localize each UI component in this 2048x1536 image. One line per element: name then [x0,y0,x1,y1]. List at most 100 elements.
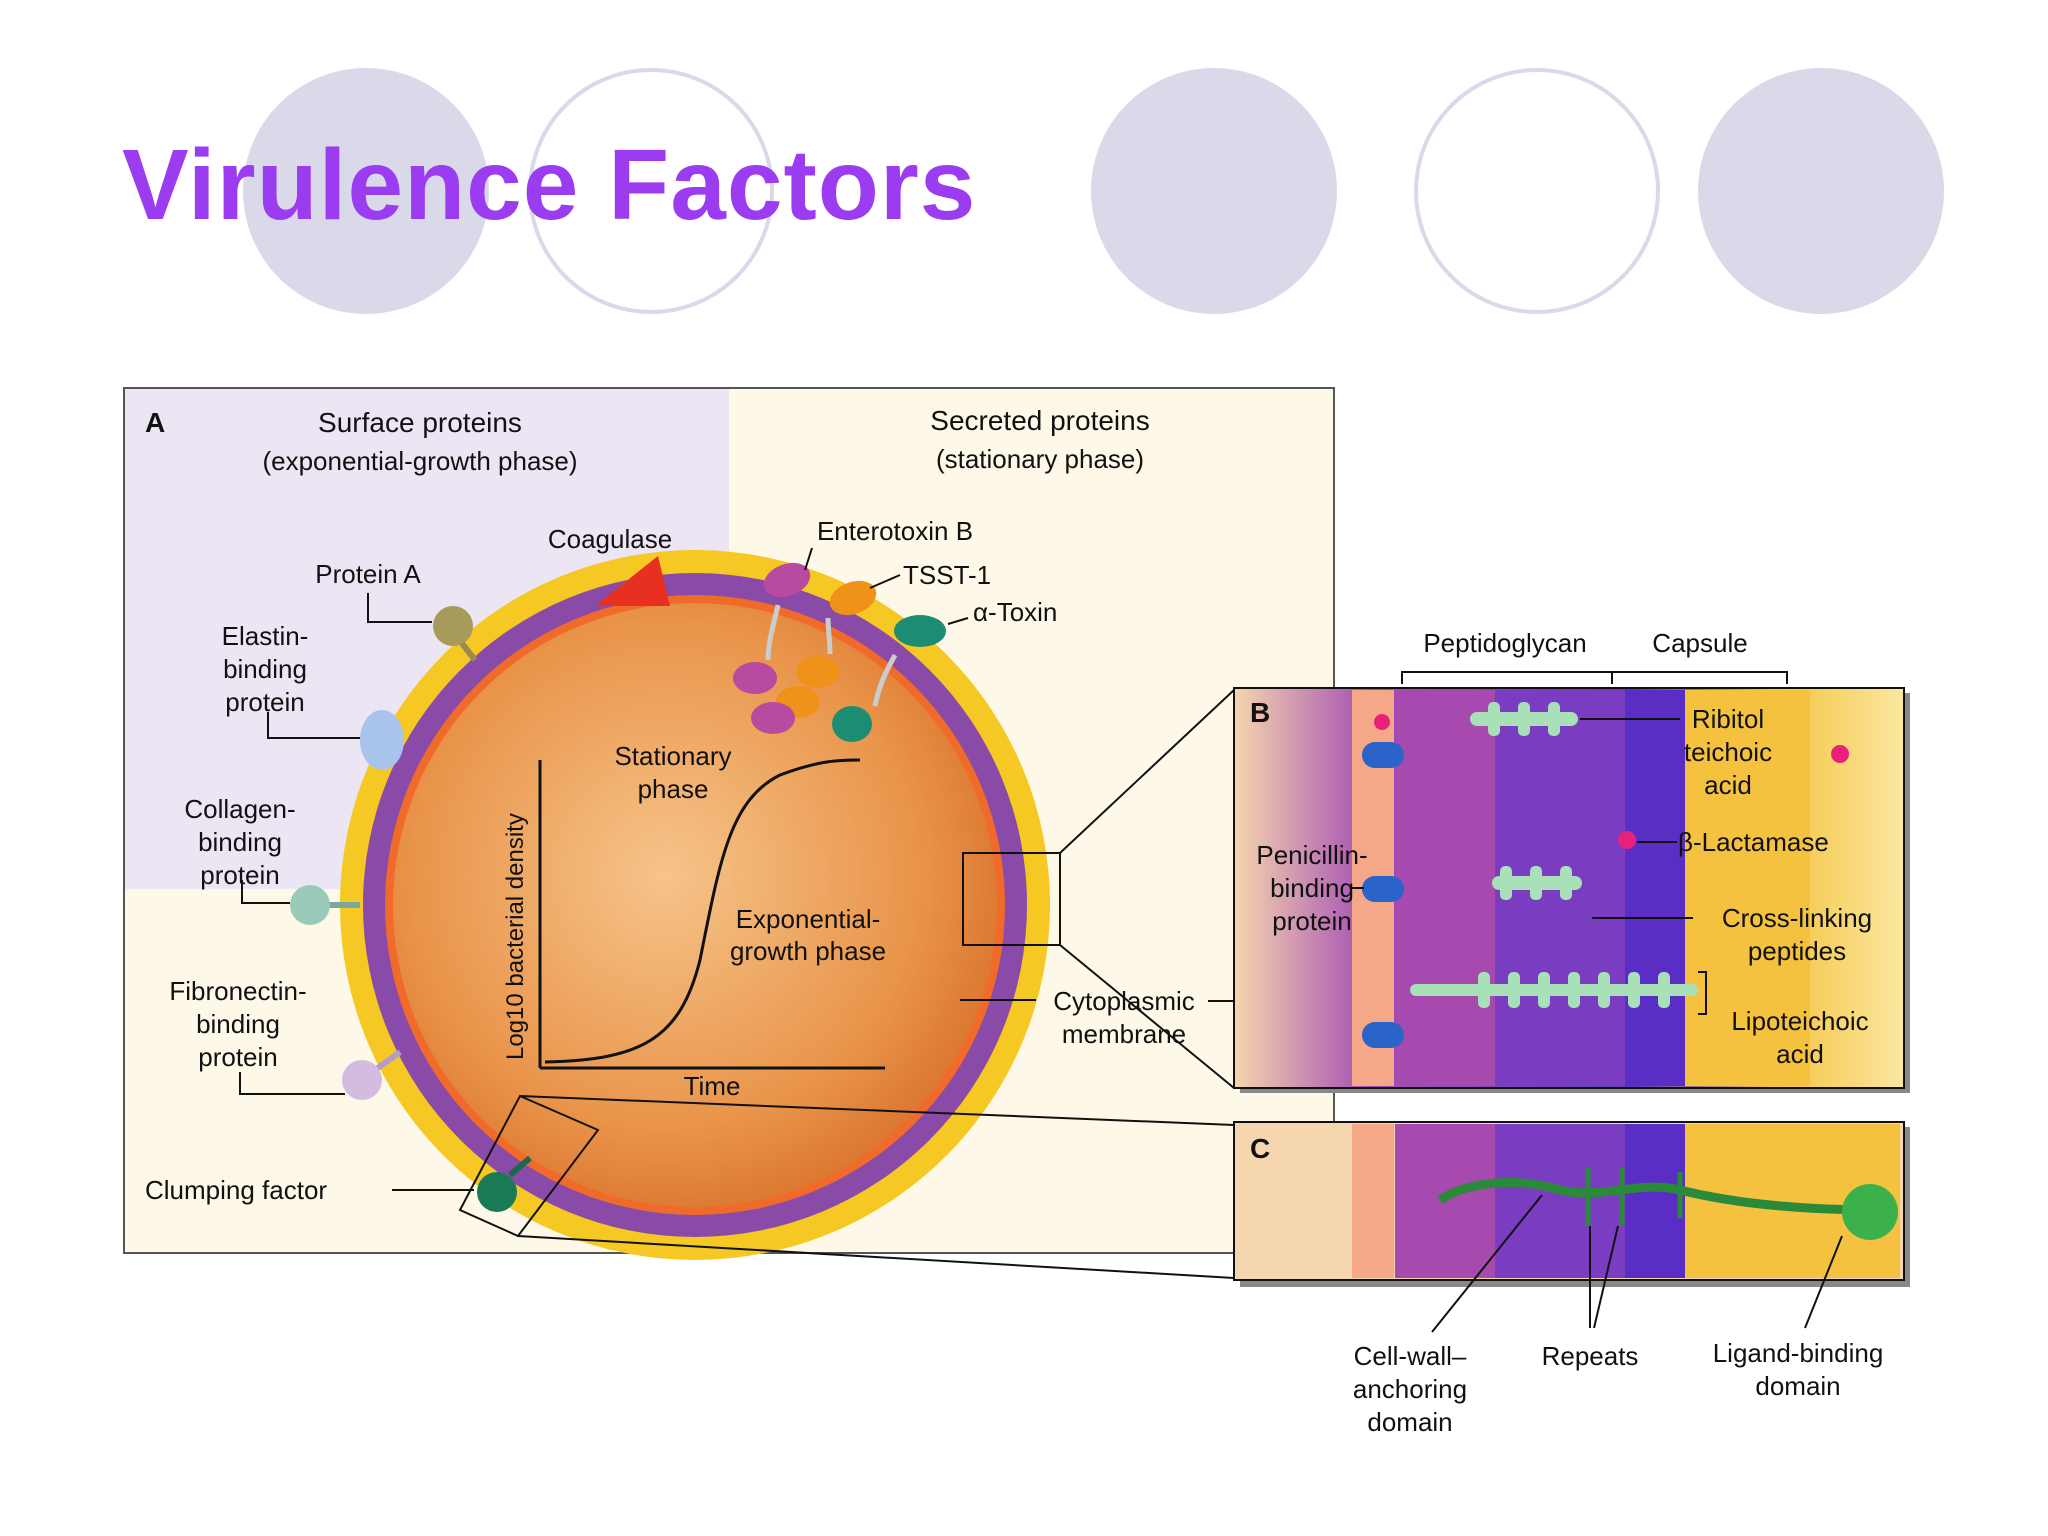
lipoteichoic-label-2: acid [1776,1039,1824,1069]
enterotoxin-leader [804,547,813,571]
panel-b-letter: B [1250,697,1270,728]
collagen-label-1: Collagen- [184,794,295,824]
coagulase-label: Coagulase [548,524,672,554]
cell-wall-leader [1431,1194,1543,1333]
enterotoxin-marker [763,562,811,598]
panel-b: B Peptidoglycan Capsule Ribitol teichoic… [1233,628,1910,1093]
elastin-label-2: binding [223,654,307,684]
clumping-label: Clumping factor [145,1175,327,1205]
anchored-protein-chain [1437,1178,1881,1215]
cell-wall-label-1: Cell-wall– [1354,1341,1467,1371]
ligand-label-1: Ligand-binding [1713,1338,1884,1368]
crosslink-structure [1492,866,1582,900]
secretion-arrow-1 [765,604,781,661]
ribitol-structure [1470,702,1578,736]
secretion-arrow-2 [825,617,833,655]
secreted-heading-line1: Secreted proteins [930,405,1149,436]
peptidoglycan-band-3 [1625,690,1685,1086]
lipoteichoic-bracket [1698,971,1707,1015]
fibronectin-leader [239,1072,345,1095]
growth-curve-line [544,758,861,1064]
fibronectin-label-2: binding [196,1009,280,1039]
peptidoglycan-bracket [1401,671,1613,684]
protein-a-leader [367,593,432,623]
enterotoxin-label: Enterotoxin B [817,516,973,546]
protein-a-marker [433,606,473,646]
pbp-3 [1362,1022,1404,1048]
cell-wall-label-2: anchoring [1353,1374,1467,1404]
zoom-line-b-top [1059,689,1235,854]
decorative-circle-5 [1698,68,1944,314]
growth-curve: Log10 bacterial density Time Stationary … [502,741,886,1101]
c-membrane-band [1352,1124,1394,1278]
c-peptidoglycan-3 [1625,1124,1685,1278]
beta-lactamase-marker-2 [1618,831,1636,849]
cytoplasmic-label-1: Cytoplasmic [1053,986,1195,1016]
ligand-binding-globule [1842,1184,1898,1240]
secreted-heading-line2: (stationary phase) [936,444,1144,474]
zoom-box-c [458,1094,600,1238]
tsst-marker [829,580,877,616]
penicillin-label-2: binding [1270,873,1354,903]
collagen-label-2: binding [198,827,282,857]
growth-y-label: Log10 bacterial density [502,813,529,1060]
repeats-leader-2 [1593,1225,1619,1329]
peptidoglycan-band-1 [1395,690,1495,1086]
ligand-leader [1804,1235,1843,1329]
penicillin-label-3: protein [1272,906,1352,936]
collagen-leader [241,880,290,904]
exponential-label-2: growth phase [730,936,886,966]
ribitol-label-3: acid [1704,770,1752,800]
ribitol-label-2: teichoic [1684,737,1772,767]
beta-lactamase-marker-1 [1831,745,1849,763]
lipoteichoic-structure [1410,972,1698,1008]
repeats-label: Repeats [1542,1341,1639,1371]
panel-c: C Cell-wall– anchoring domain Repeats Li… [1233,1121,1910,1437]
elastin-label-3: protein [225,687,305,717]
zoom-line-b-bottom [1059,944,1235,1089]
penicillin-label-1: Penicillin- [1256,840,1367,870]
elastin-marker [360,710,404,770]
tsst-leader [869,574,901,589]
capsule-band [1685,690,1810,1086]
decorative-circle-1 [243,68,489,314]
collagen-label-3: protein [200,860,280,890]
collagen-marker [290,885,330,925]
lipoteichoic-label-1: Lipoteichoic [1731,1006,1868,1036]
pbp-1 [1362,742,1404,768]
ribitol-label-1: Ribitol [1692,704,1764,734]
crosslinking-label-1: Cross-linking [1722,903,1872,933]
decorative-circle-3 [1091,68,1337,314]
beta-lactamase-marker-3 [1374,714,1390,730]
protein-a-label: Protein A [315,559,421,589]
fibronectin-stalk [373,1049,402,1073]
ligand-label-2: domain [1755,1371,1840,1401]
slide-title: Virulence Factors [122,129,977,241]
secreting-toxin-1 [733,662,777,694]
fibronectin-label-1: Fibronectin- [169,976,306,1006]
cytoplasmic-label-2: membrane [1062,1019,1186,1049]
cell-wall-label-3: domain [1367,1407,1452,1437]
exponential-label-1: Exponential- [736,904,881,934]
alpha-toxin-marker [894,615,946,647]
alpha-toxin-label: α-Toxin [973,597,1057,627]
decorative-circle-2 [528,68,774,314]
capsule-label: Capsule [1652,628,1747,658]
pbp-2 [1362,876,1404,902]
coagulase-triangle [595,556,670,606]
peptidoglycan-label: Peptidoglycan [1423,628,1586,658]
surface-heading-line1: Surface proteins [318,407,522,438]
decorative-circle-4 [1414,68,1660,314]
crosslinking-label-2: peptides [1748,936,1846,966]
beta-lactamase-label: β-Lactamase [1678,827,1829,857]
elastin-leader [267,712,360,739]
secretion-arrow-3 [872,653,898,707]
capsule-bracket [1611,671,1788,684]
secreting-toxin-5 [832,706,872,742]
elastin-label-1: Elastin- [222,621,309,651]
tsst-label: TSST-1 [903,560,991,590]
panel-a: A Surface proteins (exponential-growth p… [123,387,1400,1279]
clumping-stalk [508,1155,532,1178]
stationary-label-1: Stationary [614,741,731,771]
